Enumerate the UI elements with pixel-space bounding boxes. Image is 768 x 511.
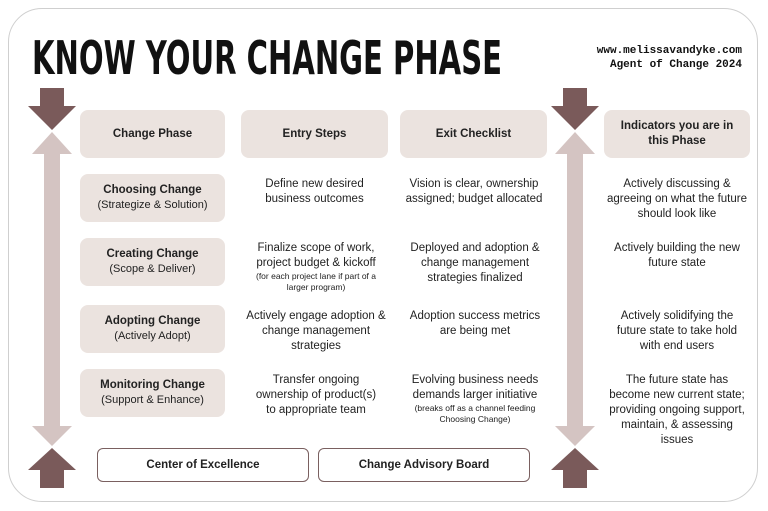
phase-box-creating: Creating Change (Scope & Deliver) <box>80 238 225 286</box>
phase-subtitle: (Support & Enhance) <box>101 394 204 406</box>
exit-check-text: Adoption success metrics are being met <box>409 310 541 337</box>
phase-box-adopting: Adopting Change (Actively Adopt) <box>80 305 225 353</box>
header-exit-checklist-label: Exit Checklist <box>435 127 512 140</box>
entry-step: Transfer ongoing ownership of product(s)… <box>250 373 382 418</box>
left-double-arrow-icon <box>28 88 76 488</box>
indicator-text: Actively discussing & agreeing on what t… <box>606 178 748 220</box>
entry-step-text: Actively engage adoption & change manage… <box>246 310 386 352</box>
entry-step-note: (for each project lane if part of a larg… <box>255 271 376 292</box>
diagram-frame <box>8 8 758 502</box>
header-entry-steps: Entry Steps <box>241 110 388 158</box>
indicator-text: Actively building the new future state <box>614 242 740 269</box>
phase-name: Monitoring Change <box>100 379 205 391</box>
entry-step: Actively engage adoption & change manage… <box>246 309 386 354</box>
header-entry-steps-label: Entry Steps <box>282 127 347 140</box>
indicator: Actively building the new future state <box>608 241 746 271</box>
entry-step-text: Transfer ongoing ownership of product(s)… <box>255 374 377 416</box>
indicator-text: Actively solidifying the future state to… <box>616 310 738 352</box>
page-title: KNOW YOUR CHANGE PHASE <box>32 31 502 85</box>
header-change-phase: Change Phase <box>80 110 225 158</box>
exit-check: Evolving business needs demands larger i… <box>404 373 546 425</box>
exit-check: Adoption success metrics are being met <box>404 309 546 339</box>
exit-check: Deployed and adoption & change managemen… <box>404 241 546 286</box>
exit-check-note: (breaks off as a channel feeding Choosin… <box>414 403 536 424</box>
phase-name: Creating Change <box>106 248 199 260</box>
center-of-excellence-label: Center of Excellence <box>146 459 260 471</box>
phase-subtitle: (Scope & Deliver) <box>109 263 196 275</box>
credit-block: www.melissavandyke.com Agent of Change 2… <box>597 44 742 72</box>
exit-check: Vision is clear, ownership assigned; bud… <box>404 177 544 207</box>
exit-check-text: Vision is clear, ownership assigned; bud… <box>405 178 543 205</box>
entry-step-text: Define new desired business outcomes <box>265 178 364 205</box>
header-indicators: Indicators you are in this Phase <box>604 110 750 158</box>
indicator: Actively discussing & agreeing on what t… <box>606 177 748 222</box>
phase-name: Choosing Change <box>103 184 202 196</box>
right-double-arrow-icon <box>551 88 599 488</box>
exit-check-text: Deployed and adoption & change managemen… <box>410 242 540 284</box>
phase-subtitle: (Strategize & Solution) <box>97 199 208 211</box>
tagline-label: Agent of Change 2024 <box>609 59 742 71</box>
phase-box-choosing: Choosing Change (Strategize & Solution) <box>80 174 225 222</box>
header-change-phase-label: Change Phase <box>112 127 193 140</box>
entry-step-text: Finalize scope of work, project budget &… <box>256 242 376 269</box>
phase-box-monitoring: Monitoring Change (Support & Enhance) <box>80 369 225 417</box>
entry-step: Define new desired business outcomes <box>247 177 382 207</box>
center-of-excellence-box: Center of Excellence <box>97 448 309 482</box>
exit-check-text: Evolving business needs demands larger i… <box>411 374 539 401</box>
website-label: www.melissavandyke.com <box>596 45 742 57</box>
change-advisory-board-label: Change Advisory Board <box>358 459 490 471</box>
phase-name: Adopting Change <box>104 315 201 327</box>
indicator: Actively solidifying the future state to… <box>608 309 746 354</box>
indicator-text: The future state has become new current … <box>609 374 745 446</box>
indicator: The future state has become new current … <box>608 373 746 448</box>
header-exit-checklist: Exit Checklist <box>400 110 547 158</box>
phase-subtitle: (Actively Adopt) <box>114 330 191 342</box>
change-advisory-board-box: Change Advisory Board <box>318 448 530 482</box>
page-title-text: KNOW YOUR CHANGE PHASE <box>32 31 502 85</box>
entry-step: Finalize scope of work, project budget &… <box>246 241 386 293</box>
header-indicators-label: Indicators you are in this Phase <box>620 120 734 147</box>
